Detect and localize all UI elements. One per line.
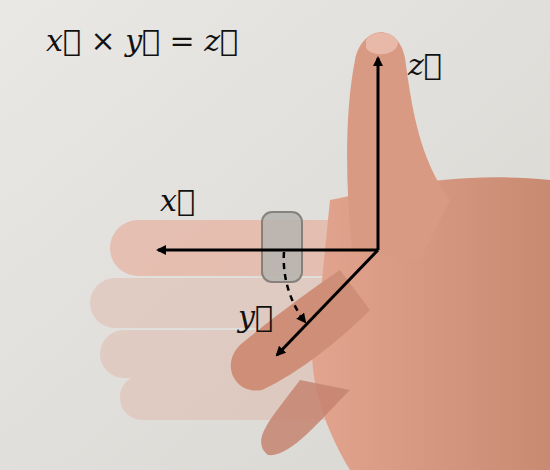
axis-label: z⃗ [408, 50, 442, 80]
axis-arrows [158, 58, 378, 355]
cross-product-equation: x⃗ × y⃗ = z⃗ [46, 26, 238, 56]
axis-label: x⃗ [160, 186, 195, 216]
rotation-arc [284, 252, 305, 322]
ring-finger [261, 380, 350, 455]
axis-label: y⃗ [238, 302, 273, 332]
thumb [347, 32, 450, 260]
thumbnail [366, 33, 398, 55]
ring [262, 212, 302, 282]
